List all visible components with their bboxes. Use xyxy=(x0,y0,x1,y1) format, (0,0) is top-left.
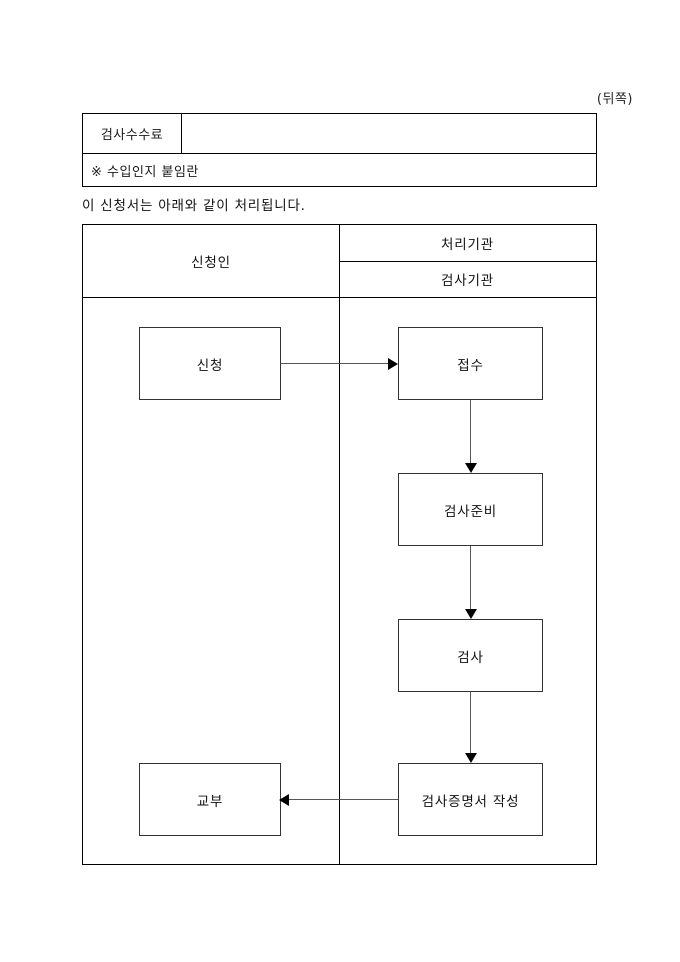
edge-apply-to-receive-arrowhead xyxy=(388,358,398,370)
column-header-applicant: 신청인 xyxy=(191,255,231,271)
fee-table-row-stamp: ※ 수입인지 붙임란 xyxy=(83,154,596,186)
edge-inspection-to-certificate-arrowhead xyxy=(465,753,477,763)
edge-apply-to-receive-line xyxy=(281,363,391,365)
edge-preparation-to-inspection-arrowhead xyxy=(465,609,477,619)
edge-receive-to-preparation-arrowhead xyxy=(465,463,477,473)
column-header-agency: 처리기관 xyxy=(441,237,494,253)
page-side-marker: (뒤쪽) xyxy=(596,92,633,107)
agency-header-rule xyxy=(339,261,596,262)
column-divider xyxy=(339,225,340,864)
fee-table-row-fee: 검사수수료 xyxy=(83,114,596,154)
flow-node-preparation: 검사준비 xyxy=(398,473,543,546)
flow-node-receive: 접수 xyxy=(398,327,543,400)
processing-note: 이 신청서는 아래와 같이 처리됩니다. xyxy=(82,198,306,214)
edge-certificate-to-issuance-line xyxy=(289,799,398,801)
header-bottom-rule xyxy=(83,297,596,298)
edge-certificate-to-issuance-arrowhead xyxy=(279,794,289,806)
flow-node-inspection: 검사 xyxy=(398,619,543,692)
stamp-note-cell: ※ 수입인지 붙임란 xyxy=(91,164,199,180)
edge-receive-to-preparation-line xyxy=(470,400,472,466)
fee-value-cell[interactable] xyxy=(182,114,596,153)
column-header-inspection-agency: 검사기관 xyxy=(441,273,494,289)
flow-node-apply: 신청 xyxy=(139,327,281,400)
flow-node-issuance: 교부 xyxy=(139,763,281,836)
fee-table: 검사수수료 ※ 수입인지 붙임란 xyxy=(82,113,597,187)
fee-label-cell: 검사수수료 xyxy=(83,114,182,153)
flow-node-certificate: 검사증명서 작성 xyxy=(398,763,543,836)
edge-preparation-to-inspection-line xyxy=(470,546,472,612)
edge-inspection-to-certificate-line xyxy=(470,692,472,756)
process-flow-chart: 신청인 처리기관 검사기관 신청 접수 검사준비 검사 검사증명서 작성 교부 xyxy=(82,224,597,865)
